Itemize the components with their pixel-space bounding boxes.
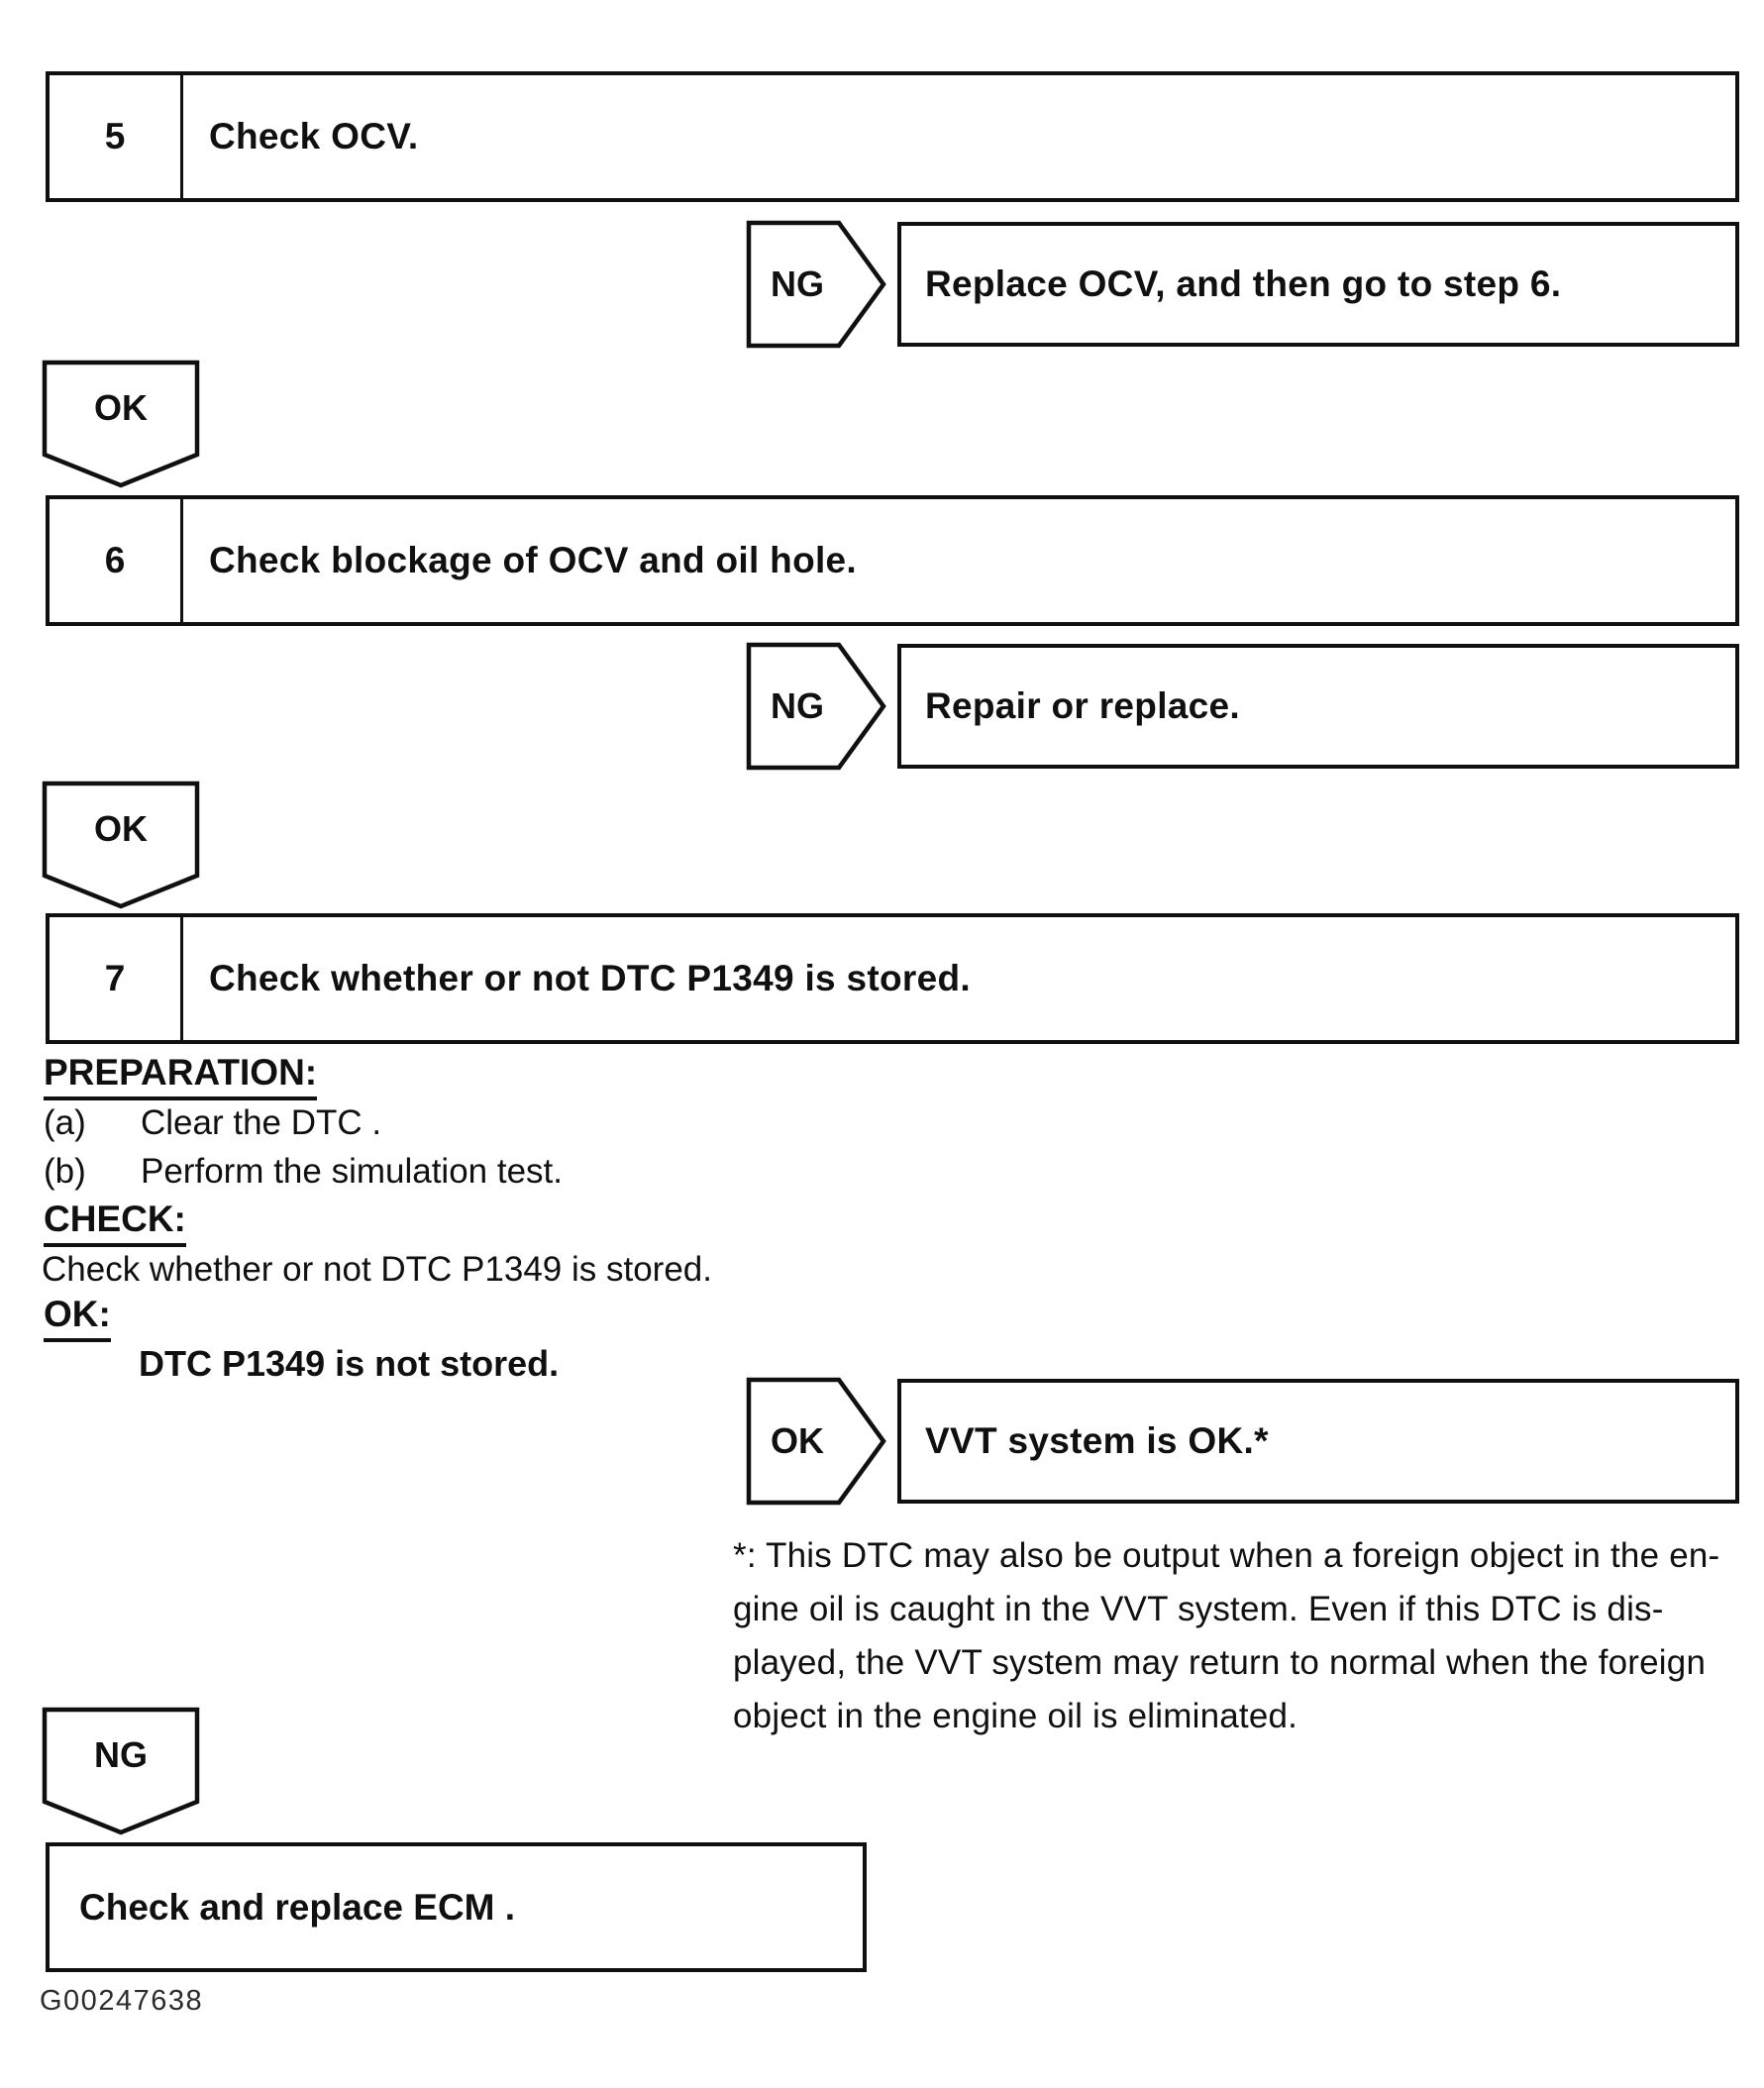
step-title: Check OCV.: [209, 116, 419, 157]
footnote-text: *: This DTC may also be output when a fo…: [733, 1536, 1720, 1735]
branch-result-box: VVT system is OK.*: [897, 1379, 1739, 1504]
pentagon-right-icon: [746, 220, 886, 349]
connector-label: OK: [94, 808, 148, 849]
ng-tag: NG: [746, 220, 886, 349]
preparation-heading: PREPARATION:: [44, 1052, 318, 1100]
step-number: 5: [50, 75, 183, 198]
check-heading: CHECK:: [44, 1199, 186, 1247]
branch-result-text: Replace OCV, and then go to step 6.: [925, 263, 1562, 304]
preparation-item-a: (a) Clear the DTC .: [44, 1103, 381, 1143]
figure-id: G00247638: [40, 1985, 204, 2017]
step-title: Check blockage of OCV and oil hole.: [209, 540, 858, 580]
pentagon-down-icon: [42, 360, 200, 488]
connector-label: NG: [94, 1734, 148, 1775]
step-number: 7: [50, 917, 183, 1040]
branch-result-text: Repair or replace.: [925, 685, 1240, 726]
terminal-title: Check and replace ECM .: [79, 1886, 516, 1928]
ok-tag: OK: [746, 1377, 886, 1506]
step-title: Check whether or not DTC P1349 is stored…: [209, 958, 971, 998]
item-label: (a): [44, 1103, 86, 1142]
branch-result-box: Repair or replace.: [897, 644, 1739, 769]
branch-tag-label: NG: [771, 263, 824, 304]
terminal-box: Check and replace ECM .: [46, 1842, 867, 1972]
branch-tag-label: NG: [771, 685, 824, 726]
step-number: 6: [50, 499, 183, 622]
item-text: Clear the DTC .: [141, 1103, 382, 1142]
ok-heading: OK:: [44, 1294, 111, 1342]
check-text: Check whether or not DTC P1349 is stored…: [42, 1250, 712, 1289]
pentagon-right-icon: [746, 642, 886, 771]
pentagon-down-icon: [42, 781, 200, 909]
branch-row-ok: OK VVT system is OK.*: [746, 1377, 1746, 1506]
pentagon-down-icon: [42, 1707, 200, 1835]
step-box-7: 7 Check whether or not DTC P1349 is stor…: [46, 913, 1739, 1044]
pentagon-right-icon: [746, 1377, 886, 1506]
connector-ng-3: NG: [42, 1707, 200, 1835]
branch-row-ng-2: NG Repair or replace.: [746, 642, 1746, 771]
connector-label: OK: [94, 387, 148, 428]
step-box-5: 5 Check OCV.: [46, 71, 1739, 202]
branch-tag-label: OK: [771, 1420, 824, 1461]
ok-result-text: DTC P1349 is not stored.: [139, 1343, 560, 1384]
step-box-6: 6 Check blockage of OCV and oil hole.: [46, 495, 1739, 626]
item-label: (b): [44, 1152, 86, 1191]
branch-row-ng-1: NG Replace OCV, and then go to step 6.: [746, 220, 1746, 349]
ng-tag: NG: [746, 642, 886, 771]
branch-result-box: Replace OCV, and then go to step 6.: [897, 222, 1739, 347]
preparation-item-b: (b) Perform the simulation test.: [44, 1152, 563, 1192]
branch-result-text: VVT system is OK.*: [925, 1420, 1269, 1461]
connector-ok-2: OK: [42, 781, 200, 909]
item-text: Perform the simulation test.: [141, 1152, 563, 1191]
connector-ok-1: OK: [42, 360, 200, 488]
